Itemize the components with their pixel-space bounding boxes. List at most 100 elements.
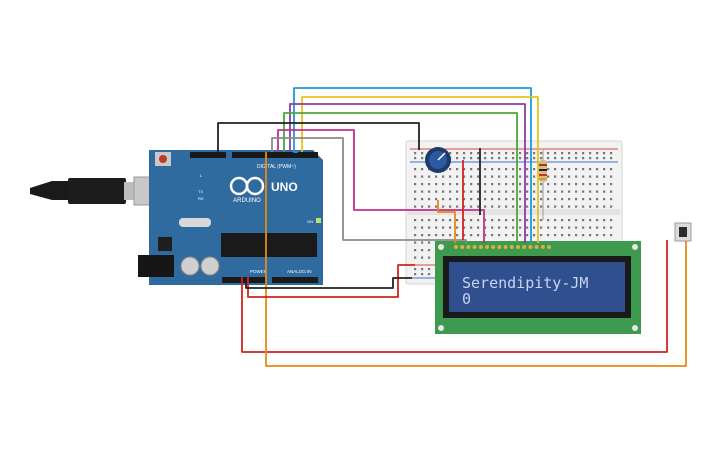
breadboard-hole [421,219,424,222]
breadboard-hole [582,152,585,155]
wire-blue[interactable] [293,87,532,243]
push-button[interactable] [674,222,692,242]
breadboard-hole [533,226,536,229]
breadboard-hole [449,205,452,208]
breadboard-hole [568,226,571,229]
breadboard-hole [575,219,578,222]
breadboard-hole [456,226,459,229]
breadboard-hole [449,219,452,222]
breadboard-hole [414,249,417,252]
wire-gray[interactable] [271,137,467,243]
breadboard-hole [512,219,515,222]
breadboard-hole [442,190,445,193]
breadboard-hole [589,226,592,229]
wire-green[interactable] [283,112,518,243]
wire-orange-long[interactable] [265,152,687,367]
wire-black-gnd[interactable] [245,277,412,289]
breadboard-hole [421,268,424,271]
breadboard-hole [491,190,494,193]
lcd-line-1: Serendipity-JM [462,274,588,292]
breadboard-hole [414,205,417,208]
breadboard-hole [526,219,529,222]
breadboard-hole [596,226,599,229]
breadboard-hole [519,198,522,201]
arduino-logo [229,176,265,196]
breadboard-hole [547,198,550,201]
breadboard-hole [533,157,536,160]
breadboard-hole [519,175,522,178]
lcd-pin [540,245,545,249]
breadboard-hole [470,190,473,193]
lcd-pin [485,245,489,249]
breadboard-hole [568,234,571,237]
breadboard-hole [456,205,459,208]
breadboard-hole [421,249,424,252]
breadboard-hole [526,152,529,155]
breadboard-hole [512,152,515,155]
wire-red-long[interactable] [241,240,668,353]
lcd-pin-header [454,245,551,249]
breadboard-hole [477,175,480,178]
wire-orange-bb[interactable] [437,200,456,243]
lcd-pin [478,245,483,249]
breadboard-hole [589,183,592,186]
breadboard-hole [589,168,592,171]
breadboard-hole [498,226,501,229]
breadboard-hole [519,219,522,222]
breadboard-hole [505,157,508,160]
breadboard-hole [484,234,487,237]
wire-yellow[interactable] [301,96,539,243]
breadboard-hole [421,190,424,193]
breadboard-hole [414,268,417,271]
breadboard-hole [484,175,487,178]
breadboard-hole [491,198,494,201]
breadboard-hole [596,168,599,171]
lcd-pin [547,245,551,249]
wire-magenta[interactable] [277,129,485,243]
breadboard-hole [547,157,550,160]
breadboard-hole [463,183,466,186]
tx-label: TX [198,189,203,194]
breadboard-hole [554,219,557,222]
breadboard-hole [449,175,452,178]
breadboard-hole [533,198,536,201]
breadboard-hole [610,198,613,201]
reset-button[interactable] [159,155,167,163]
breadboard-hole [470,226,473,229]
breadboard-hole [519,234,522,237]
breadboard-hole [561,226,564,229]
breadboard-hole [610,183,613,186]
breadboard-hole [512,234,515,237]
breadboard-hole [554,152,557,155]
breadboard-hole [547,168,550,171]
breadboard-hole [414,175,417,178]
breadboard-hole [414,234,417,237]
resistor[interactable] [539,150,547,220]
breadboard-hole [603,157,606,160]
breadboard-hole [491,152,494,155]
breadboard-hole [561,152,564,155]
wire-red-power[interactable] [247,264,415,298]
wire-black-top[interactable] [217,122,420,152]
wire-purple[interactable] [289,103,526,243]
breadboard-hole [533,152,536,155]
breadboard-hole [582,205,585,208]
arduino-uno-board[interactable]: ARDUINO UNO DIGITAL (PWM~) POWER ANALOG … [30,150,323,285]
breadboard-hole [463,198,466,201]
breadboard-hole [533,234,536,237]
breadboard-hole [603,152,606,155]
potentiometer[interactable] [425,147,451,173]
breadboard-hole [554,183,557,186]
breadboard-hole [568,198,571,201]
breadboard-hole [477,183,480,186]
breadboard-hole [589,190,592,193]
breadboard-hole [463,175,466,178]
breadboard-hole [421,205,424,208]
breadboard-hole [554,234,557,237]
breadboard-hole [582,190,585,193]
breadboard-hole [505,205,508,208]
lcd-module[interactable]: Serendipity-JM 0 [435,241,641,334]
breadboard-hole [610,219,613,222]
breadboard-hole [449,183,452,186]
breadboard-hole [512,190,515,193]
